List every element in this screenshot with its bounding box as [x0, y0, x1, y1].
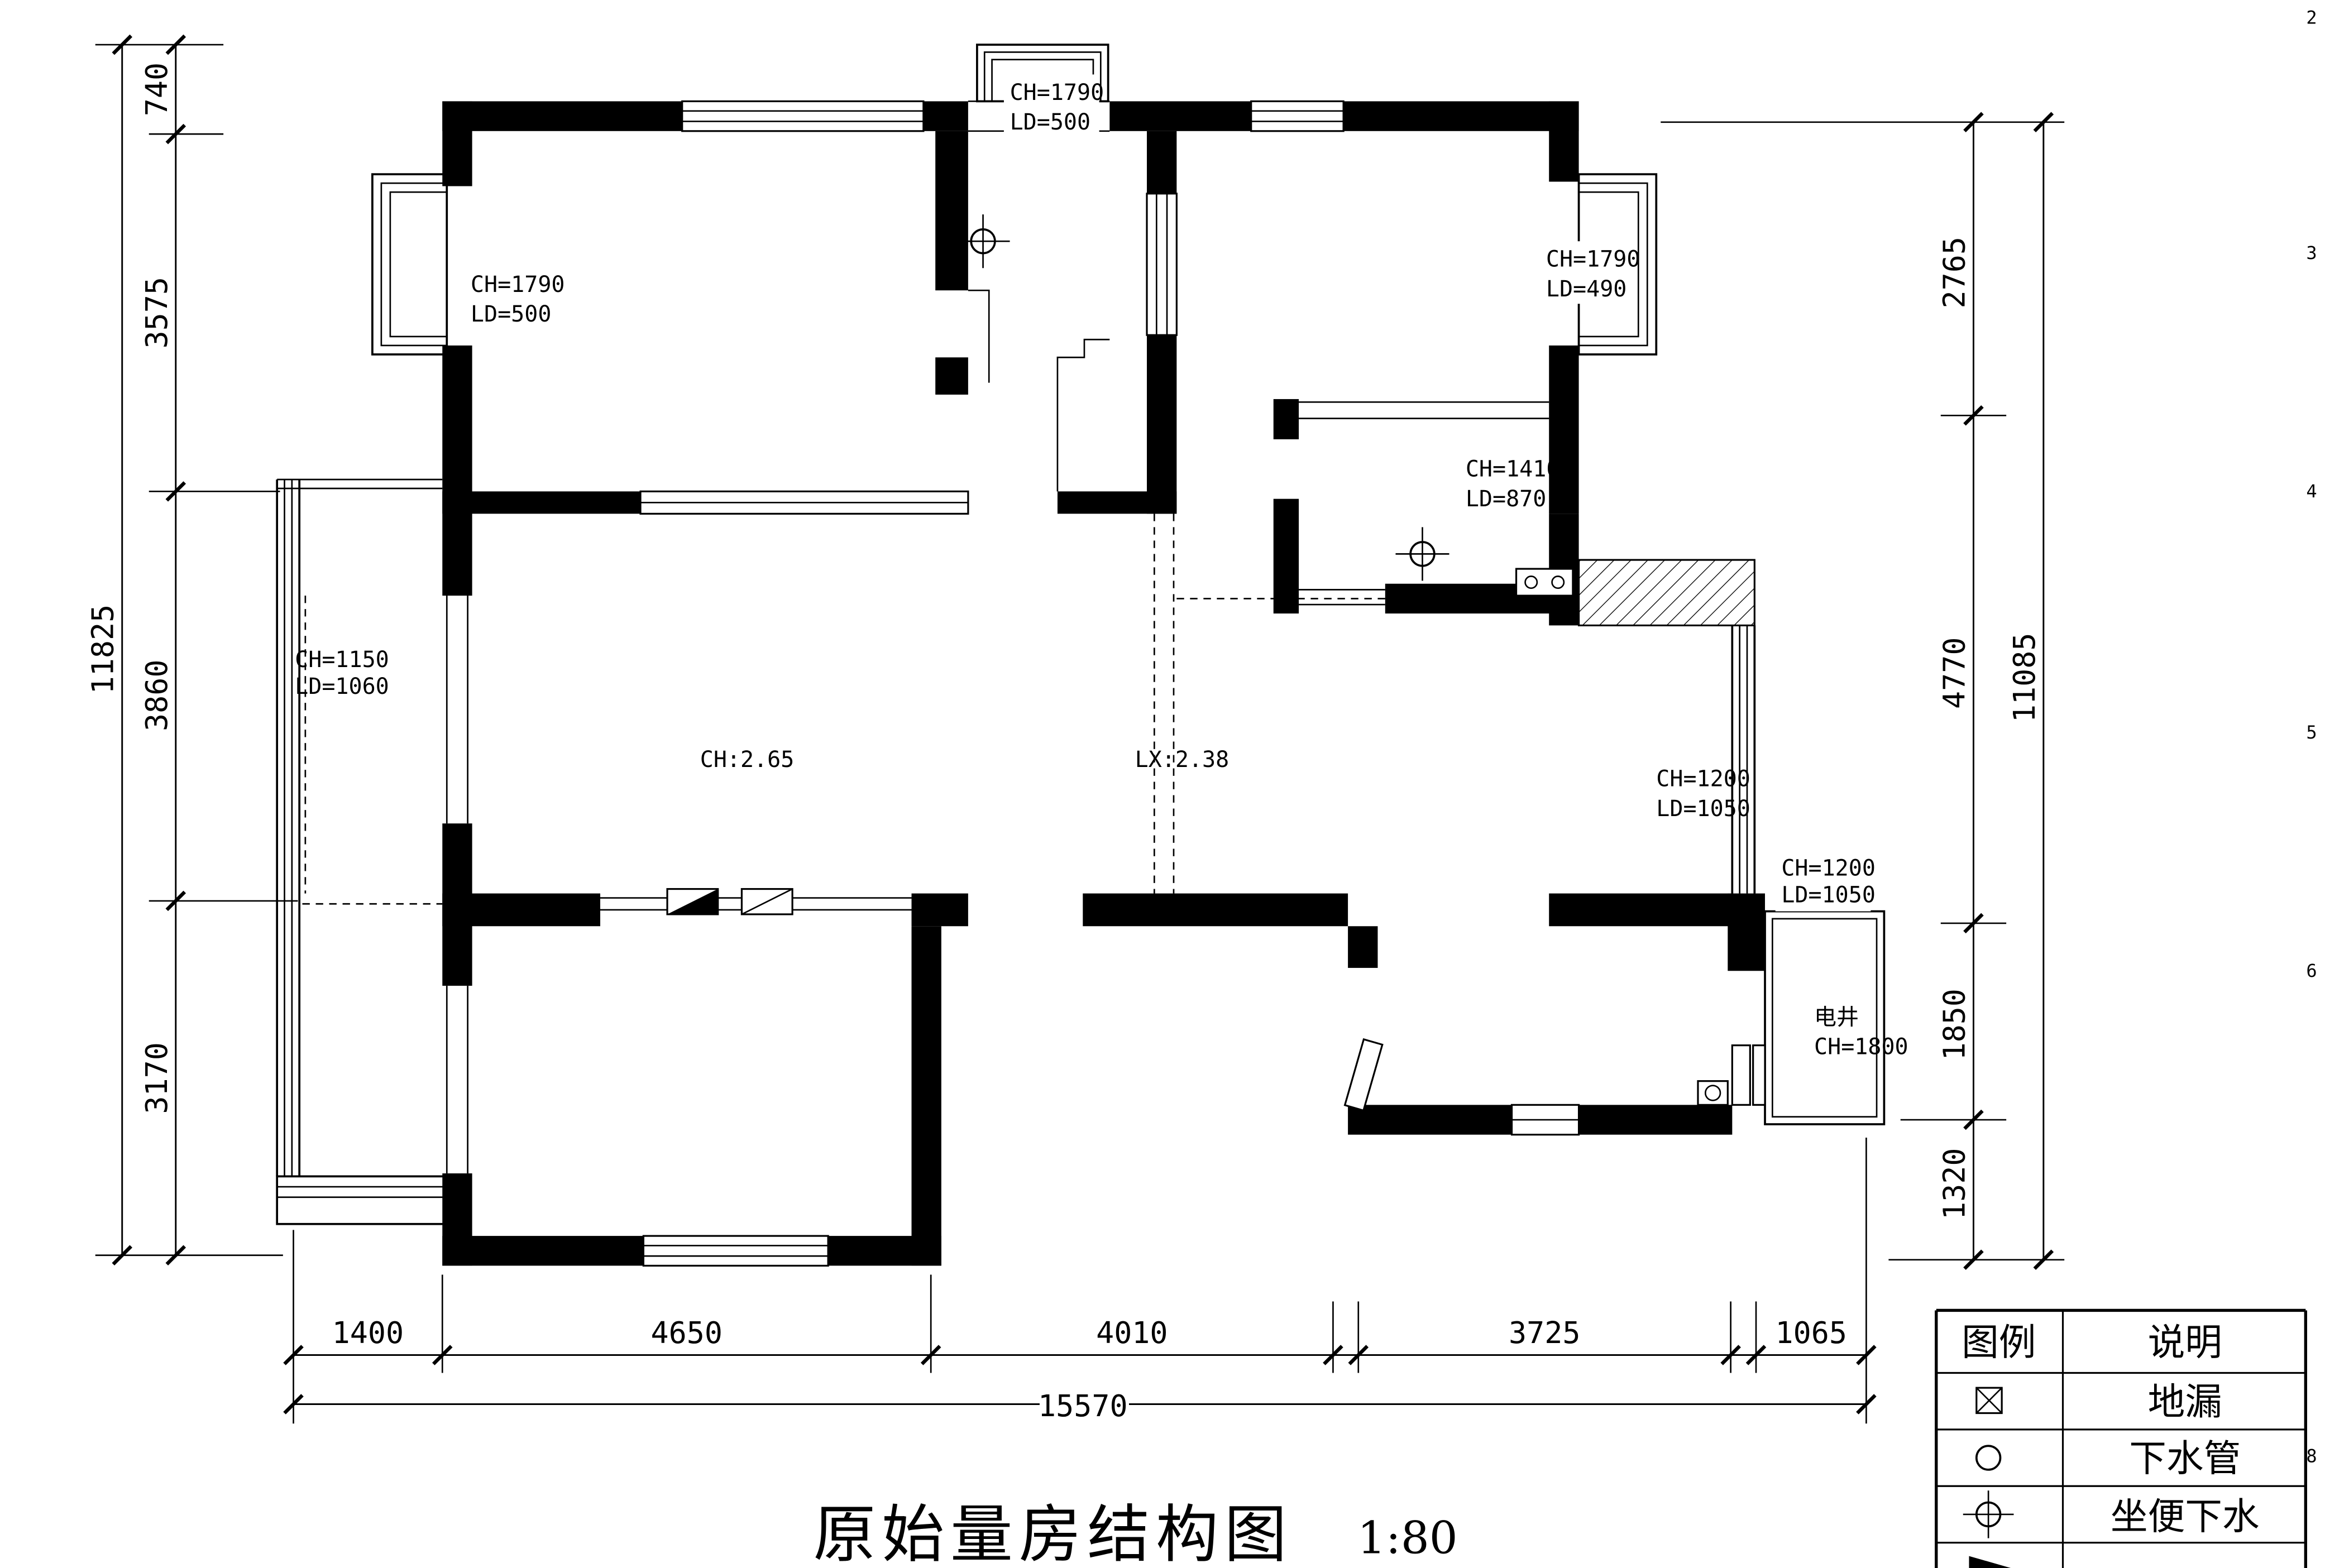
floor-drain-icon [1697, 1080, 1729, 1106]
label-right-upper-l2: LD=1050 [1656, 796, 1750, 822]
sliding-door-icon [666, 888, 793, 915]
label-living-height: CH:2.65 [700, 747, 795, 773]
grid-marker: 5 [2306, 722, 2317, 743]
dim-left-s1: 740 [139, 63, 174, 116]
label-bedroom-tl-l1: CH=1790 [471, 272, 565, 298]
dim-left-s2: 3575 [139, 277, 174, 348]
toilet-drain-icon [956, 214, 1010, 268]
dimension-bottom: 1400 4650 4010 3725 1065 15570 [283, 1138, 1877, 1424]
grid-marker: 3 [2306, 242, 2317, 263]
grid-marker: 2 [2306, 7, 2317, 28]
label-right-lower-l2: LD=1050 [1781, 883, 1876, 908]
label-kitchen-l2: LD=870 [1466, 486, 1546, 512]
label-top-bay-l1: CH=1790 [1010, 80, 1104, 106]
label-beam-height: LX:2.38 [1135, 747, 1230, 773]
label-balcony-l1: CH=1150 [295, 647, 389, 673]
dim-left-s3: 3860 [139, 660, 174, 731]
dimension-right: 2765 4770 1850 1320 11085 [1661, 112, 2065, 1270]
dashed-lines [302, 514, 1549, 905]
dim-right-s3: 1850 [1936, 989, 1972, 1060]
grid-marker: 4 [2306, 481, 2317, 502]
dim-left-total: 11825 [85, 605, 121, 694]
title-block: 原始量房结构图 1:80 [814, 1499, 1458, 1568]
room-annotations: CH=1790 LD=500 CH=1790 LD=500 CH=1790 LD… [295, 74, 1908, 1060]
toilet-drain-icon [1395, 527, 1449, 581]
dim-bottom-s2: 4650 [650, 1315, 722, 1350]
door-leaf-icon [1343, 1038, 1384, 1112]
dim-bottom-s4: 3725 [1509, 1315, 1580, 1350]
legend-row-desc: 地漏 [2148, 1380, 2222, 1423]
clipped-legend-icon [1969, 1556, 2011, 1568]
dim-right-s1: 2765 [1936, 237, 1972, 308]
legend-row-desc: 下水管 [2129, 1437, 2241, 1480]
dim-bottom-total: 15570 [1038, 1388, 1128, 1423]
label-bedroom-tr-l2: LD=490 [1546, 276, 1627, 302]
dim-left-s4: 3170 [139, 1042, 174, 1114]
wall-windows [446, 100, 1580, 1267]
toilet-drain-legend-icon [1963, 1490, 2014, 1538]
legend-row-desc: 坐便下水 [2111, 1495, 2260, 1538]
grid-marker: 6 [2306, 960, 2317, 981]
walls [442, 101, 1766, 1266]
floor-drain-legend-icon [1975, 1387, 2003, 1414]
grid-markers: 2 3 4 5 6 8 [2306, 7, 2317, 1467]
label-shaft-l1: 电井 [1814, 1004, 1859, 1030]
dim-bottom-s1: 1400 [332, 1315, 404, 1350]
legend-table: 图例 说明 地漏 下水管 坐便下水 [1935, 1308, 2307, 1568]
interior-details [600, 214, 1766, 1112]
drain-pipe-icon [1731, 1044, 1751, 1106]
drain-pipe-legend-icon [1975, 1445, 2002, 1471]
drain-pipe-icon [1752, 1044, 1766, 1106]
legend-header-desc: 说明 [2148, 1320, 2222, 1364]
label-right-upper-l1: CH=1200 [1656, 766, 1750, 792]
bay-windows [276, 44, 1886, 1225]
dimension-left: 740 3575 3860 3170 11825 [85, 34, 298, 1266]
dim-right-s2: 4770 [1936, 637, 1972, 709]
label-shaft-l2: CH=1800 [1814, 1034, 1908, 1060]
label-kitchen-l1: CH=1410 [1466, 457, 1560, 482]
label-right-lower-l1: CH=1200 [1781, 856, 1876, 881]
label-balcony-l2: LD=1060 [295, 674, 389, 699]
dim-right-total: 11085 [2007, 632, 2042, 722]
label-top-bay-l2: LD=500 [1010, 109, 1091, 135]
dim-bottom-s5: 1065 [1775, 1315, 1846, 1350]
drawing-scale: 1:80 [1357, 1512, 1458, 1564]
dim-right-s4: 1320 [1936, 1148, 1972, 1219]
grid-marker: 8 [2306, 1446, 2317, 1467]
legend-header-symbol: 图例 [1962, 1320, 2036, 1364]
dim-bottom-s3: 4010 [1096, 1315, 1168, 1350]
drawing-title: 原始量房结构图 [814, 1499, 1293, 1568]
label-bedroom-tr-l1: CH=1790 [1546, 247, 1640, 272]
label-bedroom-tl-l2: LD=500 [471, 301, 552, 327]
